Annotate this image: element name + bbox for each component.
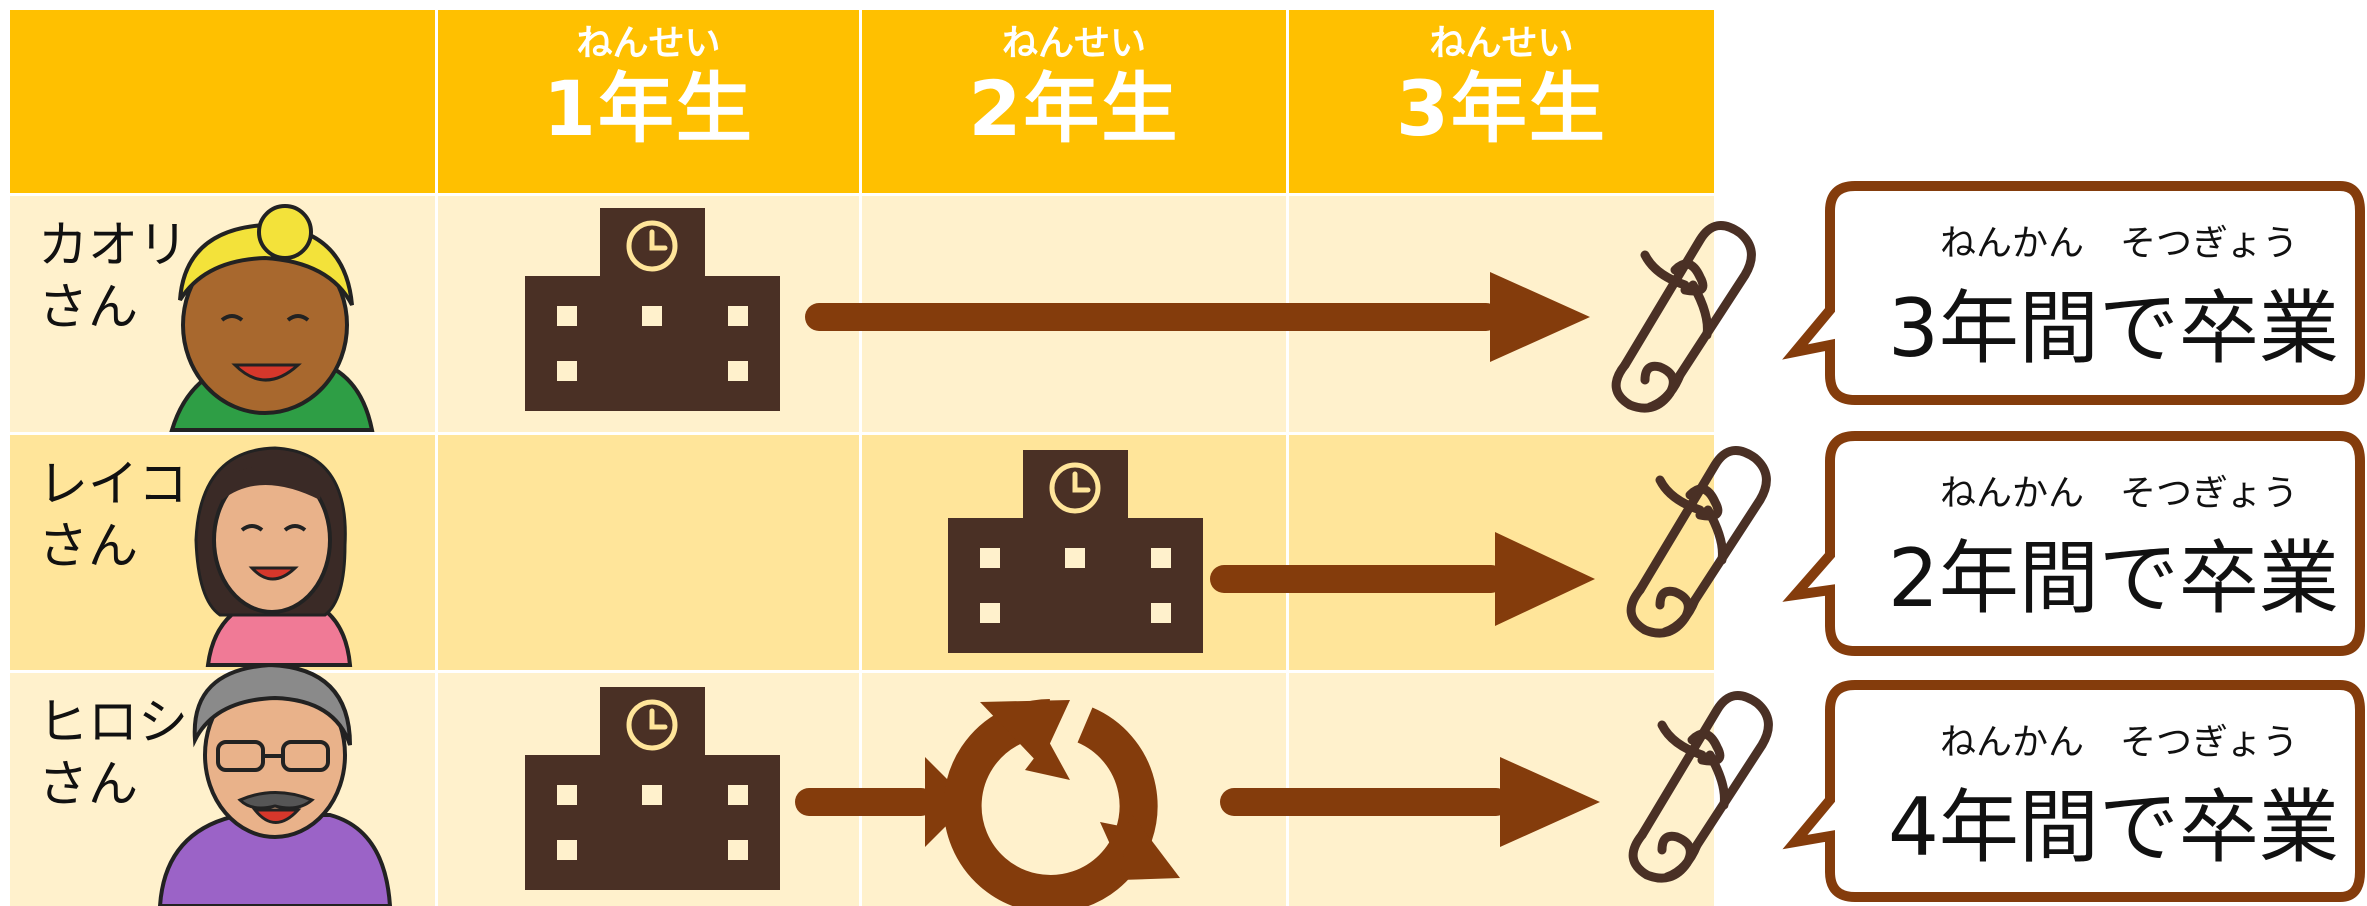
grade-2-label: 2年生 <box>968 64 1180 153</box>
row-2-name: レイコ さん <box>38 455 188 575</box>
hiroshi-illustration <box>157 662 393 906</box>
arrow-head <box>1490 272 1590 362</box>
kaori-illustration <box>169 204 375 432</box>
school-icon <box>948 450 1203 653</box>
arrow-shaft <box>1210 565 1505 593</box>
reiko-illustration <box>194 446 353 667</box>
header-grade-3: ねんせい 3年生 <box>1289 10 1714 193</box>
arrow-head <box>1495 532 1595 626</box>
grade-1-label: 1年生 <box>543 64 754 153</box>
school-icon <box>525 687 780 890</box>
result-1-ruby: ねんかん そつぎょう <box>1940 223 2299 264</box>
bubble-shape <box>1782 181 2365 902</box>
arrow-shaft <box>1220 788 1510 816</box>
arrow-shaft <box>795 788 935 816</box>
result-2-ruby: ねんかん そつぎょう <box>1940 473 2299 514</box>
grade-2-ruby: ねんせい <box>1001 23 1146 64</box>
row-1-name: カオリ さん <box>38 216 188 336</box>
transfer-icon <box>943 699 1180 906</box>
arrow-head <box>1500 757 1600 847</box>
header-grade-1: ねんせい 1年生 <box>438 10 859 193</box>
header-grade-2: ねんせい 2年生 <box>862 10 1286 193</box>
grade-1-ruby: ねんせい <box>576 23 721 64</box>
grade-3-ruby: ねんせい <box>1429 23 1574 64</box>
result-2-text: 2年間で卒業 <box>1888 532 2339 625</box>
result-1-text: 3年間で卒業 <box>1888 282 2339 375</box>
result-3-ruby: ねんかん そつぎょう <box>1940 722 2299 763</box>
header-corner <box>10 10 435 193</box>
arrow-shaft <box>805 303 1500 331</box>
result-bubble-3: ねんかん そつぎょう 4年間で卒業 <box>1830 685 2360 897</box>
diploma-scroll-icon <box>1631 450 1766 633</box>
diploma-scroll-icon <box>1633 695 1768 878</box>
result-3-text: 4年間で卒業 <box>1888 781 2339 874</box>
row-3-name: ヒロシ さん <box>38 693 188 813</box>
diploma-scroll-icon <box>1616 225 1751 408</box>
result-bubble-1: ねんかん そつぎょう 3年間で卒業 <box>1830 186 2360 400</box>
result-bubble-2: ねんかん そつぎょう 2年間で卒業 <box>1830 436 2360 651</box>
school-icon <box>525 208 780 411</box>
grade-3-label: 3年生 <box>1396 64 1607 153</box>
